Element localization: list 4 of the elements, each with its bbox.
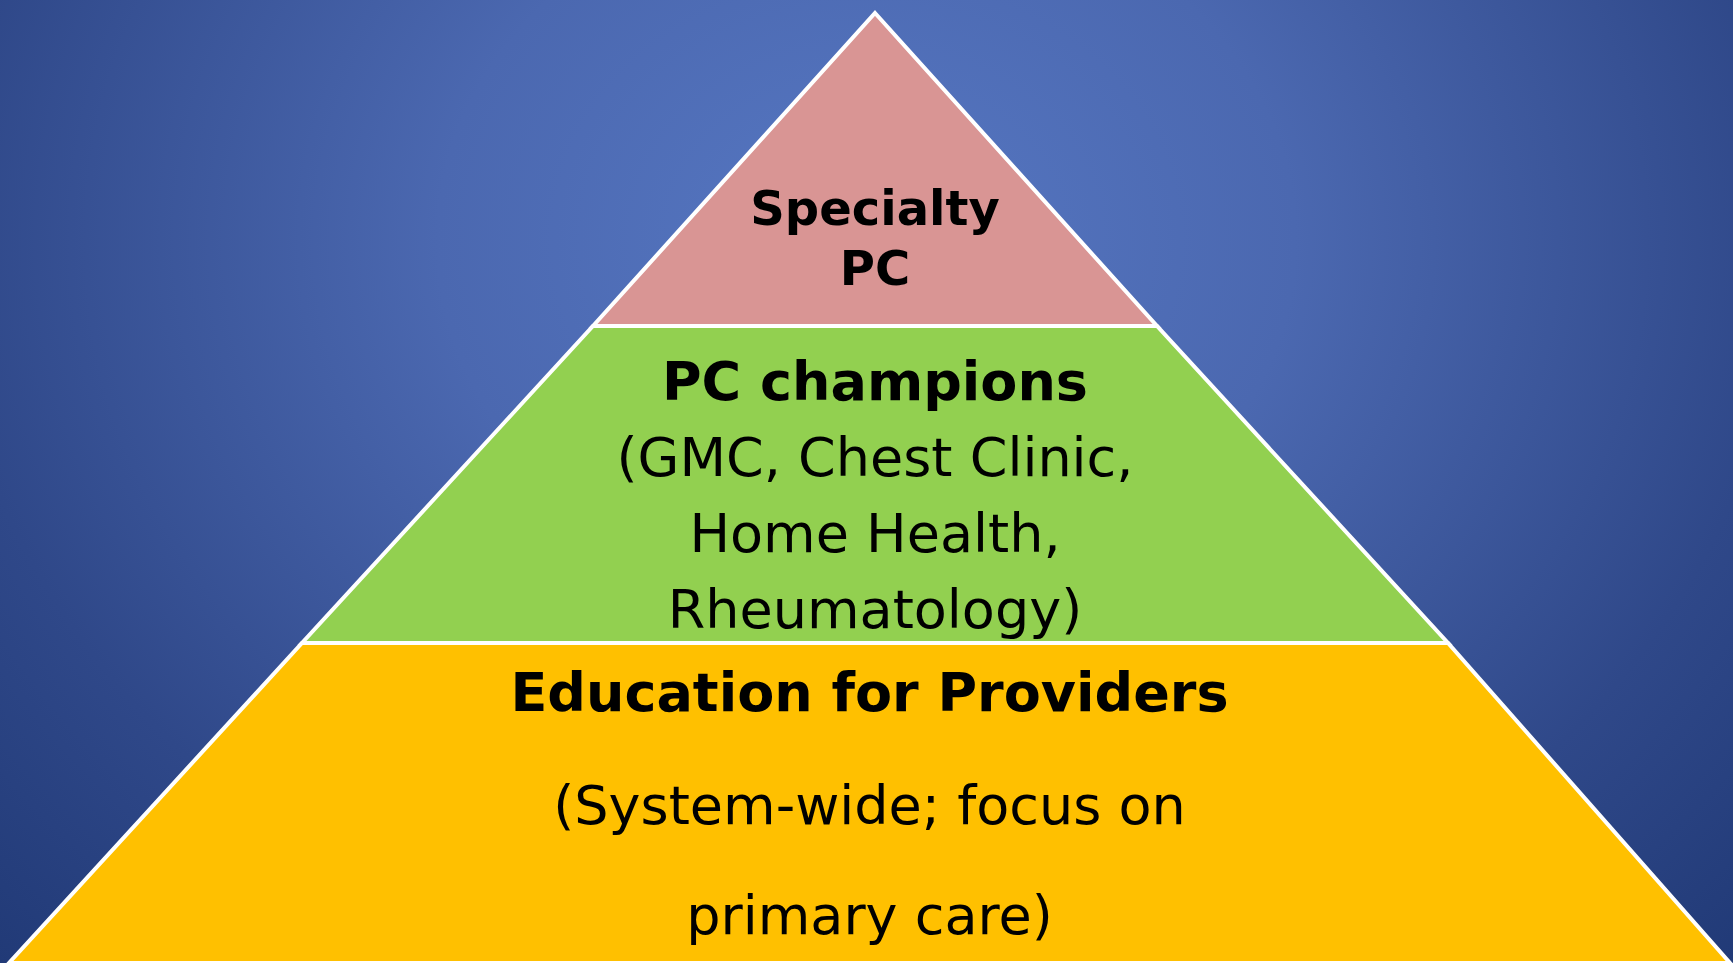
tier-label: Education for Providers	[509, 660, 1230, 726]
tier-label: PC champions (GMC, Chest Clinic, Home Health, Rheumatology)	[615, 349, 1135, 643]
tier-description: (System-wide; focus on primary care)	[552, 773, 1187, 949]
tier-label: Specialty PC	[749, 179, 1001, 298]
